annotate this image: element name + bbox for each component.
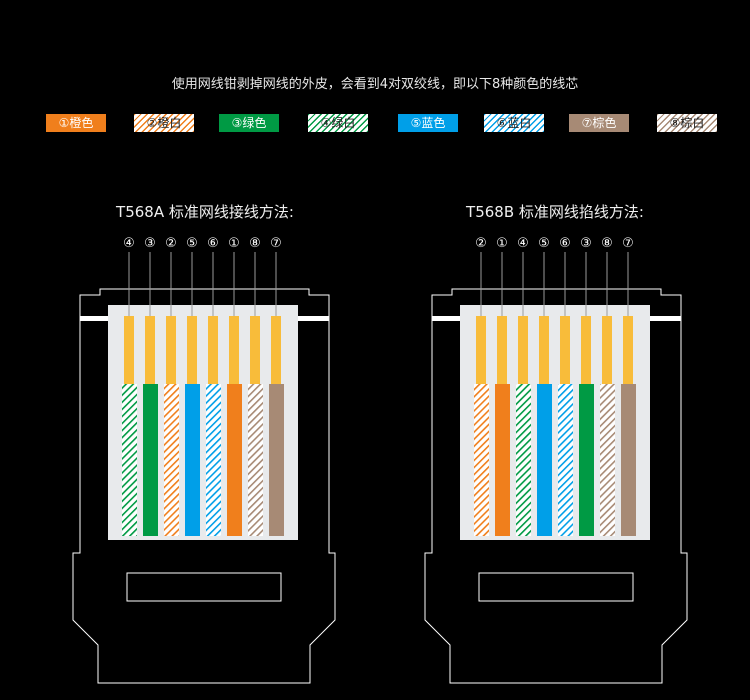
- gold-pin: [602, 316, 612, 384]
- pin-number-label: ③: [580, 236, 592, 251]
- legend-chip-7: ⑦棕色: [569, 114, 629, 132]
- wire-3: ④: [516, 236, 531, 536]
- pin-number-label: ⑤: [538, 236, 550, 251]
- legend-chip-5: ⑤蓝色: [398, 114, 458, 132]
- wire-4: ⑤: [537, 236, 552, 536]
- legend-chip-4: ④绿白: [308, 114, 368, 132]
- latch-window: [126, 572, 282, 602]
- gold-pin: [581, 316, 591, 384]
- pin-number-label: ①: [228, 236, 240, 251]
- wire-core: [227, 384, 242, 536]
- gold-pin: [187, 316, 197, 384]
- pin-number-label: ⑧: [601, 236, 613, 251]
- pin-number-label: ⑦: [622, 236, 634, 251]
- wire-core: [516, 384, 531, 536]
- connector-outline: [79, 288, 330, 537]
- gold-pin: [124, 316, 134, 384]
- wire-core: [122, 384, 137, 536]
- wire-core: [558, 384, 573, 536]
- gold-pin: [497, 316, 507, 384]
- wire-3: ②: [164, 236, 179, 536]
- pin-number-label: ②: [165, 236, 177, 251]
- gold-pin: [539, 316, 549, 384]
- pin-number-label: ⑥: [559, 236, 571, 251]
- wire-core: [269, 384, 284, 536]
- wire-4: ⑤: [185, 236, 200, 536]
- t568a-title: T568A 标准网线接线方法:: [116, 203, 294, 221]
- wire-core: [537, 384, 552, 536]
- gold-pin: [250, 316, 260, 384]
- wire-core: [495, 384, 510, 536]
- wire-2: ③: [143, 236, 158, 536]
- wire-5: ⑥: [558, 236, 573, 536]
- pin-number-label: ⑤: [186, 236, 198, 251]
- gold-pin: [623, 316, 633, 384]
- wire-core: [474, 384, 489, 536]
- color-legend: ①橙色 ②橙白 ③绿色 ④绿白 ⑤蓝色 ⑥蓝白 ⑦棕色 ⑧棕白: [0, 114, 750, 134]
- legend-chip-1: ①橙色: [46, 114, 106, 132]
- legend-chip-3: ③绿色: [219, 114, 279, 132]
- wire-core: [164, 384, 179, 536]
- wire-2: ①: [495, 236, 510, 536]
- gold-pin: [166, 316, 176, 384]
- legend-chip-8: ⑧棕白: [657, 114, 717, 132]
- gold-pin: [208, 316, 218, 384]
- wire-5: ⑥: [206, 236, 221, 536]
- wire-core: [621, 384, 636, 536]
- wire-core: [143, 384, 158, 536]
- wire-core: [248, 384, 263, 536]
- legend-chip-6: ⑥蓝白: [484, 114, 544, 132]
- t568b-title: T568B 标准网线掐线方法:: [466, 203, 644, 221]
- pin-number-label: ⑦: [270, 236, 282, 251]
- connector-outline: [431, 288, 682, 537]
- intro-text: 使用网线钳剥掉网线的外皮，会看到4对双绞线，即以下8种颜色的线芯: [171, 77, 579, 92]
- pin-number-label: ④: [123, 236, 135, 251]
- latch-window: [478, 572, 634, 602]
- pin-number-label: ⑥: [207, 236, 219, 251]
- gold-pin: [271, 316, 281, 384]
- gold-pin: [560, 316, 570, 384]
- contact-panel: [460, 305, 650, 540]
- wire-1: ④: [122, 236, 137, 536]
- pin-number-label: ④: [517, 236, 529, 251]
- gold-pin: [145, 316, 155, 384]
- wire-8: ⑦: [269, 236, 284, 536]
- wire-7: ⑧: [248, 236, 263, 536]
- wire-1: ②: [474, 236, 489, 536]
- gold-pin: [518, 316, 528, 384]
- wire-core: [600, 384, 615, 536]
- pin-number-label: ⑧: [249, 236, 261, 251]
- wire-core: [579, 384, 594, 536]
- connector-latch: [424, 537, 688, 684]
- wire-8: ⑦: [621, 236, 636, 536]
- wire-core: [185, 384, 200, 536]
- legend-chip-2: ②橙白: [134, 114, 194, 132]
- pin-number-label: ②: [475, 236, 487, 251]
- contact-panel: [108, 305, 298, 540]
- wire-7: ⑧: [600, 236, 615, 536]
- gold-pin: [476, 316, 486, 384]
- gold-pin: [229, 316, 239, 384]
- connector-latch: [72, 537, 336, 684]
- pin-number-label: ①: [496, 236, 508, 251]
- wire-6: ③: [579, 236, 594, 536]
- pin-number-label: ③: [144, 236, 156, 251]
- wire-core: [206, 384, 221, 536]
- wire-6: ①: [227, 236, 242, 536]
